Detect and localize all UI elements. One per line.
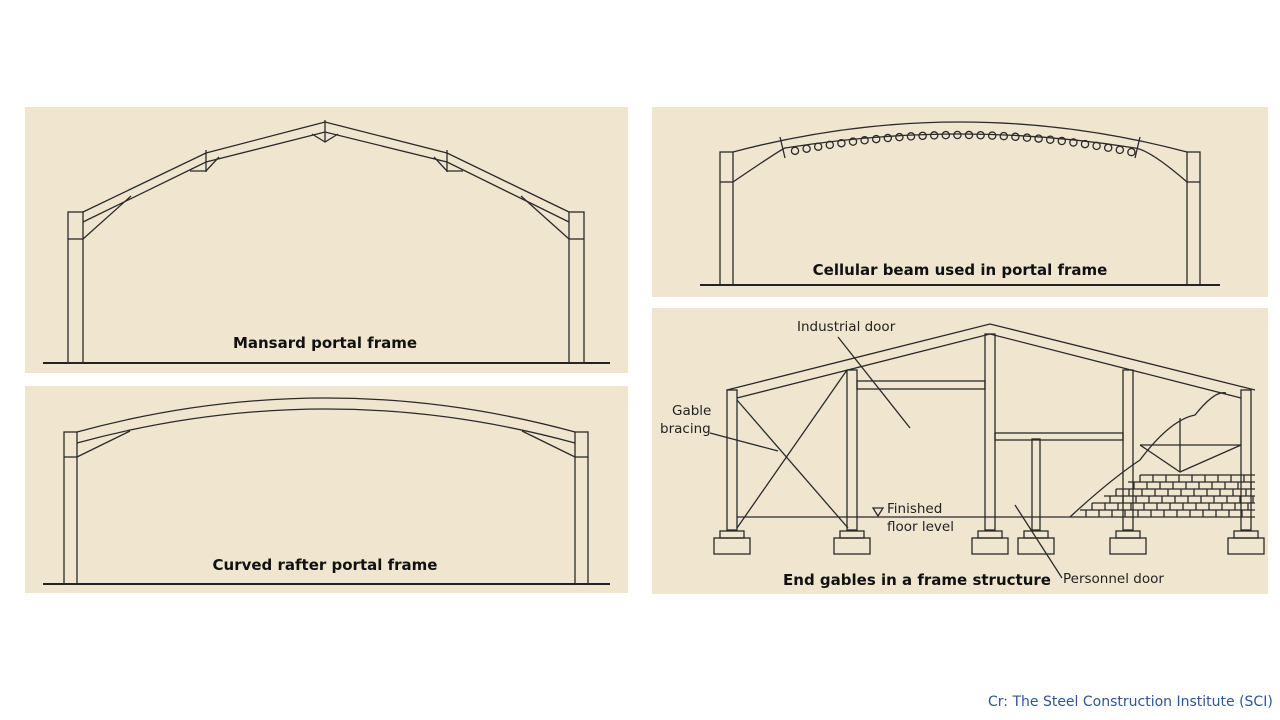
- label-gable-bracing-line2: bracing: [660, 421, 711, 437]
- credit-text: Cr: The Steel Construction Institute (SC…: [988, 694, 1273, 710]
- beam-opening: [906, 132, 916, 141]
- base-plate: [977, 530, 1003, 539]
- end-gables-drawing: [709, 323, 1265, 579]
- curved-caption: Curved rafter portal frame: [213, 556, 438, 574]
- beam-opening: [941, 130, 951, 140]
- cellular-frame-drawing: [700, 121, 1220, 286]
- beam-opening: [883, 133, 893, 143]
- beam-opening: [953, 130, 962, 140]
- beam-opening: [929, 131, 939, 140]
- beam-opening: [1115, 145, 1125, 155]
- gables-caption: End gables in a frame structure: [783, 571, 1051, 589]
- label-industrial-door: Industrial door: [797, 319, 896, 335]
- beam-opening: [1057, 136, 1067, 146]
- beam-opening: [1069, 138, 1078, 147]
- label-personnel-door: Personnel door: [1063, 571, 1164, 587]
- beam-opening: [802, 144, 811, 153]
- beam-opening: [825, 140, 835, 150]
- base-plate: [839, 530, 865, 539]
- base-plate: [1233, 530, 1259, 539]
- label-gable-bracing-line1: Gable: [672, 403, 711, 419]
- panel-gables: [652, 308, 1268, 594]
- beam-opening: [987, 131, 997, 140]
- beam-opening: [837, 138, 846, 148]
- beam-opening: [813, 142, 823, 151]
- beam-opening: [848, 137, 858, 146]
- beam-opening: [999, 131, 1009, 141]
- base-plate: [719, 530, 745, 539]
- beam-opening: [964, 130, 974, 140]
- label-finished-floor-line1: Finished: [887, 501, 942, 517]
- curved-frame-drawing: [43, 397, 610, 585]
- panel-cellular: [652, 107, 1268, 297]
- base-plate: [1115, 530, 1141, 539]
- beam-opening: [1103, 143, 1113, 153]
- beam-opening: [918, 131, 927, 141]
- beam-opening: [976, 130, 985, 140]
- cellular-caption: Cellular beam used in portal frame: [813, 261, 1108, 279]
- beam-opening: [895, 132, 904, 142]
- beam-opening: [871, 134, 881, 144]
- beam-opening: [860, 136, 869, 145]
- label-finished-floor-line2: floor level: [887, 519, 954, 535]
- beam-opening: [1127, 147, 1136, 157]
- mansard-frame-drawing: [43, 120, 610, 364]
- beam-opening: [1080, 139, 1090, 149]
- beam-opening: [1034, 134, 1043, 143]
- beam-opening: [1092, 141, 1101, 151]
- beam-opening: [1011, 132, 1020, 142]
- panel-mansard: [25, 107, 628, 373]
- mansard-caption: Mansard portal frame: [233, 334, 417, 352]
- beam-opening: [790, 146, 800, 156]
- beam-opening: [1022, 133, 1032, 142]
- beam-opening: [1045, 135, 1055, 144]
